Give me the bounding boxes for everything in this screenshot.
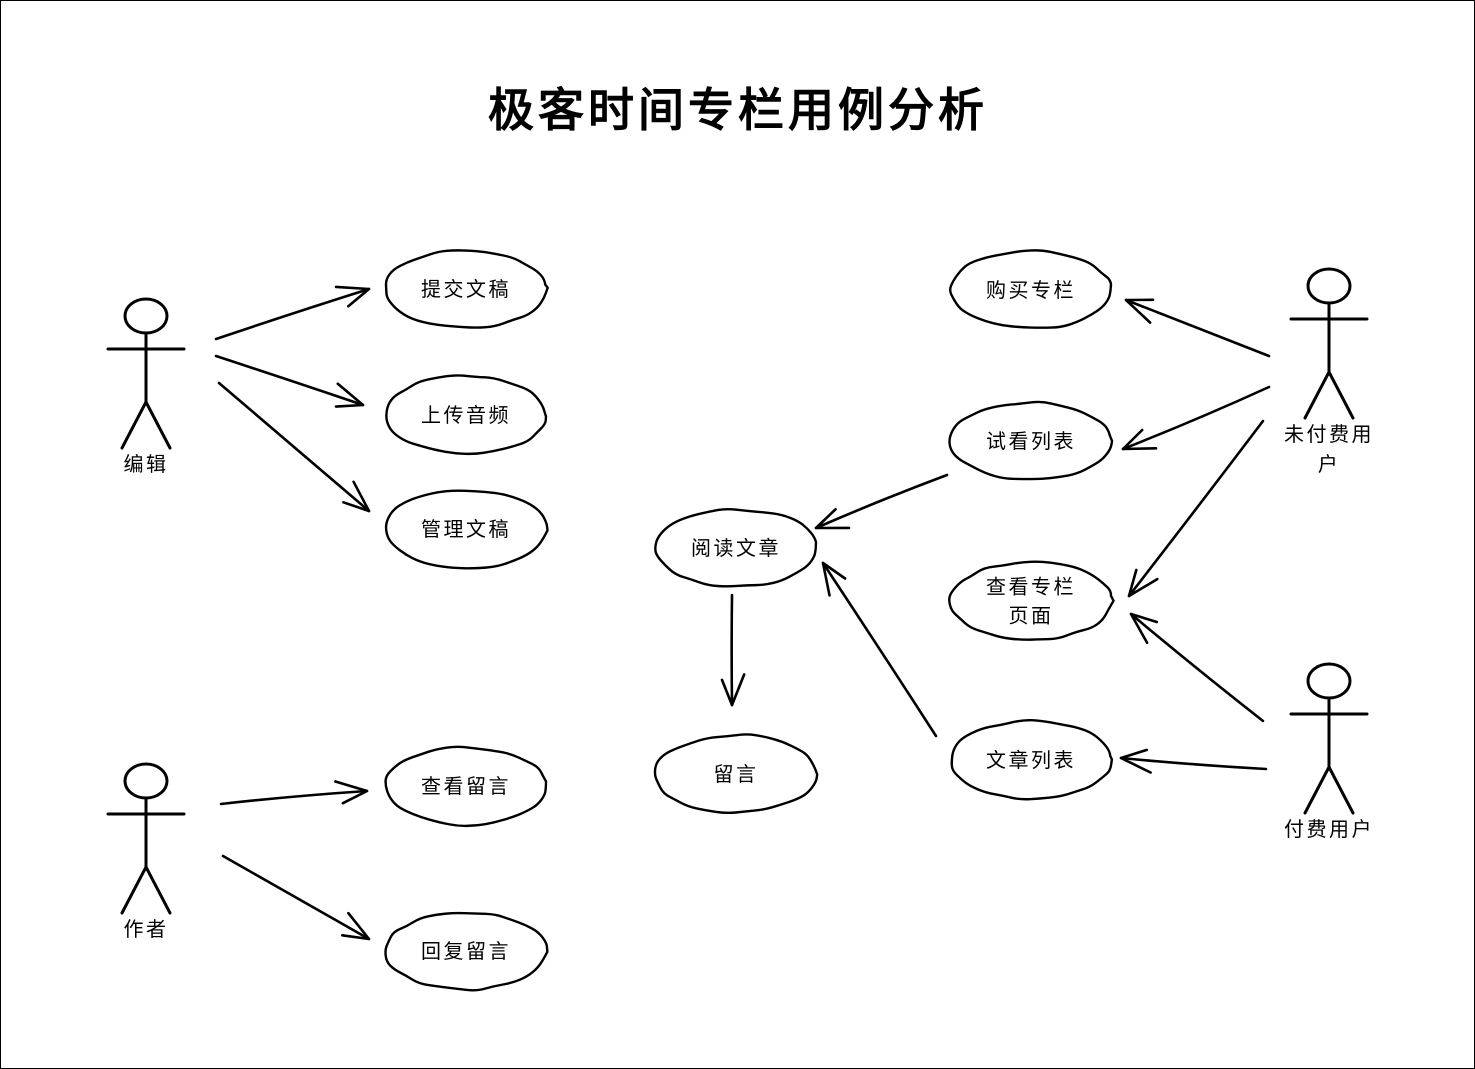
arrow-head-icon: [334, 780, 369, 805]
use-case-label: 页面: [1009, 604, 1054, 628]
use-case-label: 查看专栏: [986, 575, 1076, 599]
association-line: [821, 561, 938, 738]
actor-legs: [1303, 763, 1355, 815]
actor-head: [1306, 662, 1352, 700]
association-unpaid_user-to-view_column_page: [1127, 419, 1265, 598]
use-case-buy_column[interactable]: 购买专栏: [949, 249, 1113, 329]
actor-label: 编辑: [124, 452, 169, 476]
association-line: [1127, 419, 1265, 598]
use-case-submit_draft[interactable]: 提交文稿: [384, 249, 549, 329]
actor-head: [1306, 267, 1352, 305]
actor-label: 付费用户: [1284, 817, 1374, 841]
actor-legs: [120, 398, 172, 450]
association-line: [214, 287, 371, 341]
association-line: [217, 381, 371, 513]
arrow-head-icon: [334, 382, 365, 408]
association-line: [1121, 385, 1271, 451]
use-case-label: 试看列表: [986, 429, 1076, 453]
association-paid_user-to-article_list: [1119, 748, 1268, 774]
use-case-reply_comments[interactable]: 回复留言: [384, 911, 549, 992]
use-case-label: 文章列表: [986, 748, 1076, 772]
association-line: [219, 789, 369, 806]
use-case-label: 查看留言: [421, 774, 511, 798]
association-article_list-to-read_article: [821, 561, 938, 738]
arrow-head-icon: [341, 911, 371, 941]
association-unpaid_user-to-trial_list: [1121, 385, 1271, 451]
use-case-label: 管理文稿: [421, 517, 511, 541]
association-trial_list-to-read_article: [814, 473, 949, 530]
use-case-ellipse: [948, 560, 1115, 641]
use-case-ellipse: [654, 507, 818, 588]
use-case-trial_list[interactable]: 试看列表: [948, 400, 1114, 481]
actor-label: 户: [1318, 452, 1341, 476]
use-case-label: 阅读文章: [691, 536, 781, 560]
use-case-label: 回复留言: [421, 939, 511, 963]
use-case-article_list[interactable]: 文章列表: [950, 718, 1114, 801]
association-author-to-view_comments: [219, 780, 369, 806]
diagram-title-group: 极客时间专栏用例分析: [488, 83, 988, 137]
use-case-leave_comment[interactable]: 留言: [653, 733, 819, 815]
use-case-ellipse: [948, 400, 1114, 481]
use-case-ellipse: [950, 718, 1114, 801]
arrow-head-icon: [814, 508, 851, 530]
association-layer: [214, 285, 1271, 941]
use-case-label: 留言: [714, 762, 759, 786]
association-unpaid_user-to-buy_column: [1124, 298, 1271, 358]
actor-head: [123, 297, 169, 335]
use-case-manage_draft[interactable]: 管理文稿: [384, 489, 549, 570]
association-line: [221, 854, 371, 941]
arrow-head-icon: [342, 480, 371, 513]
association-line: [1119, 756, 1268, 771]
association-author-to-reply_comments: [221, 854, 371, 941]
use-case-view_comments[interactable]: 查看留言: [384, 745, 548, 828]
use-case-label: 提交文稿: [421, 277, 511, 301]
use-case-label: 上传音频: [421, 403, 511, 427]
actor-editor[interactable]: 编辑: [106, 297, 186, 476]
association-editor-to-upload_audio: [214, 354, 365, 408]
use-case-ellipse: [384, 911, 549, 992]
arrow-head-icon: [1127, 568, 1159, 598]
association-line: [214, 354, 365, 407]
arrow-head-icon: [1119, 748, 1152, 774]
arrow-head-icon: [334, 285, 371, 308]
association-editor-to-manage_draft: [217, 381, 371, 513]
actor-legs: [120, 863, 172, 915]
actor-paid_user[interactable]: 付费用户: [1284, 662, 1374, 841]
arrow-head-icon: [720, 673, 746, 707]
association-line: [814, 473, 949, 530]
page-title: 极客时间专栏用例分析: [488, 83, 988, 137]
use-case-ellipse: [384, 745, 548, 828]
association-line: [1129, 612, 1265, 723]
use-case-read_article[interactable]: 阅读文章: [654, 507, 818, 588]
actor-author[interactable]: 作者: [106, 762, 186, 941]
use-case-ellipse: [949, 249, 1113, 329]
use-case-label: 购买专栏: [986, 278, 1076, 302]
association-paid_user-to-view_column_page: [1129, 612, 1265, 723]
use-case-ellipse: [653, 733, 819, 815]
actor-head: [123, 762, 169, 800]
actor-legs: [1303, 368, 1355, 420]
use-case-ellipse: [384, 249, 549, 329]
actor-label: 未付费用: [1284, 422, 1374, 446]
association-read_article-to-leave_comment: [720, 593, 746, 707]
arrow-head-icon: [1129, 612, 1159, 645]
arrow-head-icon: [1124, 298, 1155, 324]
association-line: [1124, 298, 1271, 358]
use-case-upload_audio[interactable]: 上传音频: [385, 374, 548, 456]
arrow-head-icon: [821, 561, 847, 597]
use-case-ellipse: [384, 489, 549, 570]
association-editor-to-submit_draft: [214, 285, 371, 341]
use-case-ellipse: [385, 374, 548, 456]
arrow-head-icon: [1121, 428, 1158, 451]
actor-label: 作者: [124, 917, 169, 941]
